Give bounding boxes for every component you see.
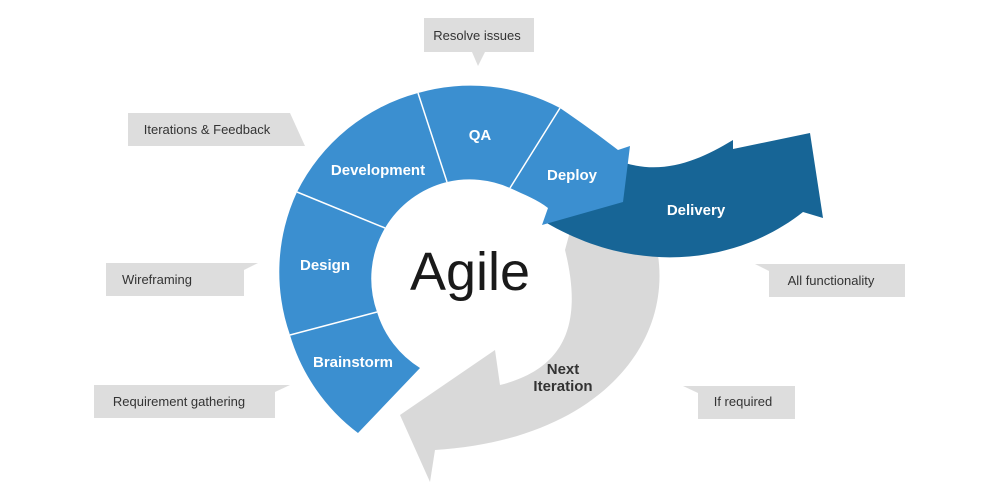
segment-dividers xyxy=(289,92,561,336)
delivery-arrow xyxy=(545,133,823,258)
callout-resolve-issues-text: Resolve issues xyxy=(433,28,521,43)
callout-all-functionality: All functionality xyxy=(755,264,905,297)
next-iteration-arrow xyxy=(400,193,660,482)
label-deploy: Deploy xyxy=(547,167,598,184)
label-brainstorm: Brainstorm xyxy=(313,354,393,371)
center-title: Agile xyxy=(410,242,530,302)
next-iteration-line-1: Next xyxy=(547,361,580,378)
segment-qa xyxy=(418,85,560,188)
label-delivery: Delivery xyxy=(667,202,726,219)
callout-if-required-text: If required xyxy=(714,394,773,409)
callout-all-functionality-text: All functionality xyxy=(788,273,875,288)
next-iteration-line-2: Iteration xyxy=(533,378,592,395)
segment-deploy xyxy=(510,108,630,225)
label-development: Development xyxy=(331,162,425,179)
segment-development xyxy=(297,93,447,228)
callout-iterations-feedback-text: Iterations & Feedback xyxy=(144,122,271,137)
callout-if-required: If required xyxy=(683,386,795,419)
segment-brainstorm xyxy=(290,312,420,433)
callout-resolve-issues: Resolve issues xyxy=(424,18,534,66)
callout-iterations-feedback: Iterations & Feedback xyxy=(128,113,305,146)
stage-ring xyxy=(279,85,630,433)
callout-wireframing: Wireframing xyxy=(106,263,258,296)
label-design: Design xyxy=(300,257,350,274)
callout-requirement-gathering: Requirement gathering xyxy=(94,385,290,418)
callout-wireframing-text: Wireframing xyxy=(122,272,192,287)
label-qa: QA xyxy=(469,127,492,144)
segment-design xyxy=(279,192,385,335)
callout-requirement-gathering-text: Requirement gathering xyxy=(113,394,245,409)
